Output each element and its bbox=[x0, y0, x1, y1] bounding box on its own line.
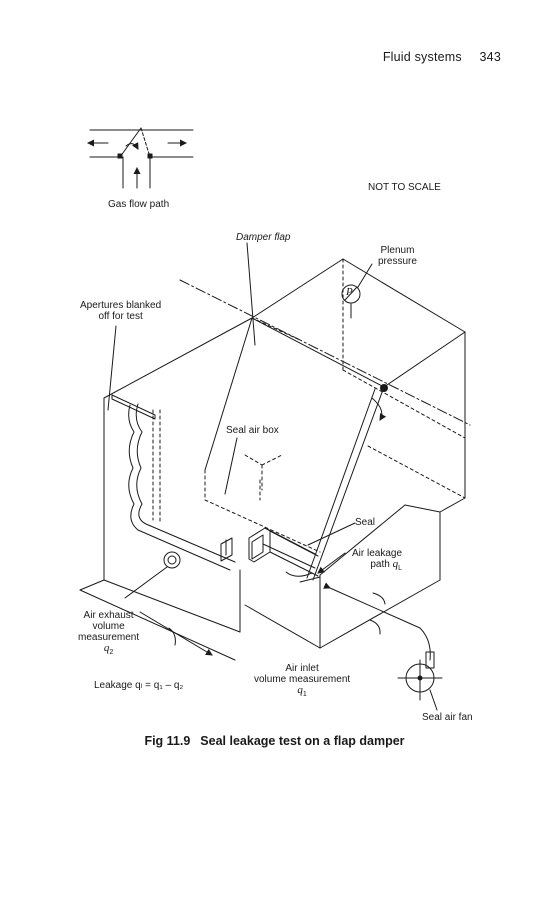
leakage-line2: path qL bbox=[370, 558, 403, 573]
page-number: 343 bbox=[479, 50, 501, 64]
seal-air-fan-label: Seal air fan bbox=[422, 712, 473, 723]
leakage-equation: Leakage qₗ = q₁ – q₂ bbox=[94, 680, 184, 691]
page-header: Fluid systems 343 bbox=[383, 50, 501, 64]
plenum-box bbox=[79, 258, 466, 661]
figure-caption: Fig 11.9 Seal leakage test on a flap damp… bbox=[0, 734, 549, 748]
gas-flow-path-diagram bbox=[87, 127, 194, 189]
figure-title: Seal leakage test on a flap damper bbox=[200, 734, 405, 748]
plenum-label-line2: pressure bbox=[378, 256, 417, 267]
plenum-label-line1: Plenum bbox=[380, 245, 415, 256]
running-section-title: Fluid systems bbox=[382, 50, 462, 64]
apertures-line2: off for test bbox=[98, 311, 143, 322]
seal-air-fan bbox=[397, 651, 443, 711]
exhaust-line2: volume bbox=[92, 621, 125, 632]
exhaust-symbol: q2 bbox=[103, 642, 114, 657]
not-to-scale-label: NOT TO SCALE bbox=[368, 182, 441, 193]
leakage-line1: Air leakage bbox=[352, 548, 403, 559]
flap-axis-line bbox=[179, 279, 471, 426]
inlet-line2: volume measurement bbox=[254, 674, 351, 685]
air-exhaust-label: Air exhaust volume measurement q2 bbox=[78, 610, 139, 658]
exhaust-line1: Air exhaust bbox=[83, 610, 134, 621]
seal-label: Seal bbox=[355, 517, 376, 528]
seal-air-box bbox=[220, 527, 319, 577]
figure-number: Fig 11.9 bbox=[144, 734, 191, 748]
air-leakage-path-label: Air leakage path qL bbox=[352, 548, 402, 574]
apertures-label: Apertures blanked off for test bbox=[80, 300, 161, 322]
damper-flap-label: Damper flap bbox=[236, 232, 291, 243]
air-inlet-label: Air inlet volume measurement q1 bbox=[254, 663, 350, 700]
damper-flap bbox=[204, 317, 388, 581]
plenum-gauge-letter: P bbox=[346, 286, 353, 298]
aperture-section bbox=[111, 394, 236, 571]
air-exhaust-nozzle bbox=[124, 551, 213, 656]
exhaust-line3: measurement bbox=[78, 632, 140, 643]
gas-flow-path-label: Gas flow path bbox=[108, 199, 170, 210]
air-inlet-line bbox=[323, 582, 431, 661]
apertures-line1: Apertures blanked bbox=[80, 300, 162, 311]
plenum-pressure-gauge bbox=[341, 263, 373, 319]
inlet-line1: Air inlet bbox=[285, 663, 319, 674]
seal-air-box-label: Seal air box bbox=[226, 425, 279, 436]
plenum-pressure-label: Plenum pressure bbox=[378, 245, 417, 267]
inlet-symbol: q1 bbox=[297, 684, 307, 699]
